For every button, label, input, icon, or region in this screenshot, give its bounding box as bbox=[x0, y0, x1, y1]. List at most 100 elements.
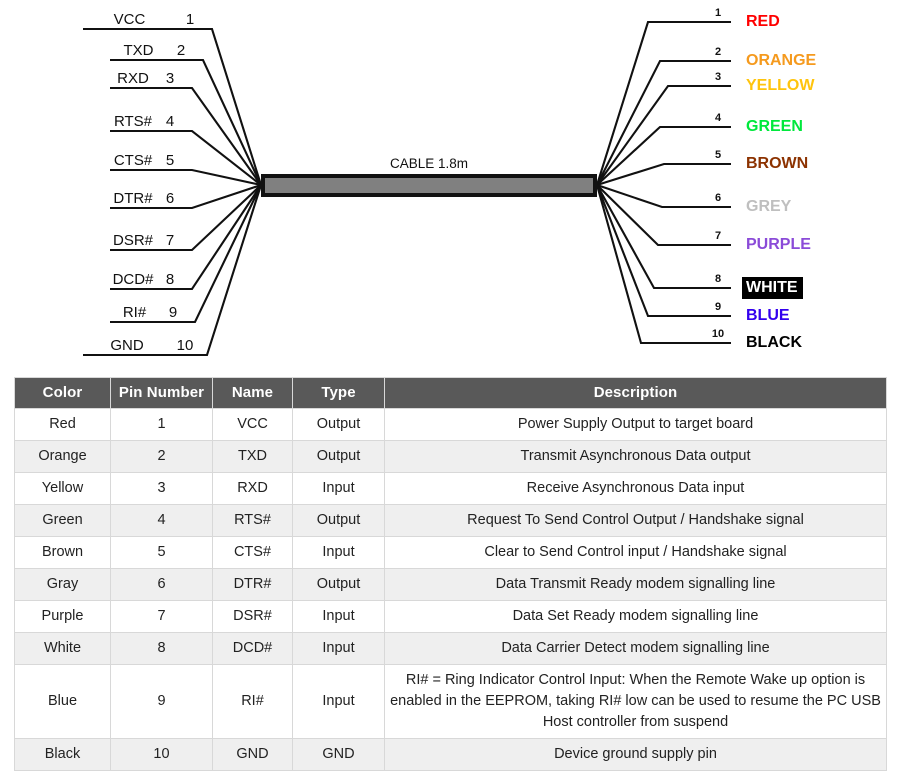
right-wire-white bbox=[596, 184, 731, 290]
left-pin-name-1: VCC bbox=[114, 11, 146, 28]
right-pin-number-2: 2 bbox=[715, 46, 721, 58]
left-pin-number-3: 3 bbox=[166, 70, 174, 87]
cell-type: Input bbox=[292, 472, 385, 506]
cell-description: Clear to Send Control input / Handshake … bbox=[384, 536, 887, 570]
left-wire-group bbox=[83, 27, 263, 357]
right-color-label-white: WHITE bbox=[746, 279, 798, 296]
right-wire-green bbox=[596, 125, 731, 186]
cell-name: RXD bbox=[212, 472, 293, 506]
right-wire-yellow bbox=[596, 84, 731, 186]
cell-type: Input bbox=[292, 664, 385, 740]
cell-color: Brown bbox=[14, 536, 111, 570]
right-pin-number-1: 1 bbox=[715, 7, 721, 19]
left-pin-name-3: RXD bbox=[117, 70, 149, 87]
cell-description: Request To Send Control Output / Handsha… bbox=[384, 504, 887, 538]
right-wire-purple bbox=[596, 184, 731, 247]
cell-pin-number: 7 bbox=[110, 600, 213, 634]
cell-description: Receive Asynchronous Data input bbox=[384, 472, 887, 506]
left-wire-ctsn bbox=[110, 168, 262, 187]
left-wire-txd bbox=[110, 58, 262, 186]
cell-type: Output bbox=[292, 440, 385, 474]
cell-pin-number: 3 bbox=[110, 472, 213, 506]
cell-pin-number: 9 bbox=[110, 664, 213, 740]
left-pin-number-9: 9 bbox=[169, 304, 177, 321]
left-wire-vcc bbox=[83, 27, 263, 186]
left-wire-rin bbox=[110, 184, 262, 324]
cell-type: Output bbox=[292, 568, 385, 602]
header-type: Type bbox=[292, 377, 385, 409]
cell-pin-number: 5 bbox=[110, 536, 213, 570]
right-color-label-green: GREEN bbox=[746, 118, 803, 135]
right-color-label-grey: GREY bbox=[746, 198, 792, 215]
right-color-label-brown: BROWN bbox=[746, 155, 808, 172]
right-color-highlight-white bbox=[742, 277, 803, 299]
left-wire-rxd bbox=[110, 86, 262, 186]
right-pin-number-5: 5 bbox=[715, 149, 721, 161]
cell-color: Green bbox=[14, 504, 111, 538]
right-wire-blue bbox=[596, 184, 731, 318]
left-wire-dsrn bbox=[110, 184, 262, 252]
cell-color: Purple bbox=[14, 600, 111, 634]
right-color-label-blue: BLUE bbox=[746, 307, 790, 324]
right-wire-group bbox=[595, 20, 731, 345]
header-name: Name bbox=[212, 377, 293, 409]
cell-type: Input bbox=[292, 600, 385, 634]
cell-name: VCC bbox=[212, 407, 293, 442]
cell-name: GND bbox=[212, 738, 293, 771]
cell-name: DCD# bbox=[212, 632, 293, 666]
left-wire-dcdn bbox=[110, 184, 262, 291]
right-color-label-purple: PURPLE bbox=[746, 236, 811, 253]
cell-name: DSR# bbox=[212, 600, 293, 634]
cell-color: White bbox=[14, 632, 111, 666]
cell-color: Yellow bbox=[14, 472, 111, 506]
right-wire-grey bbox=[596, 184, 731, 209]
left-pin-number-6: 6 bbox=[166, 190, 174, 207]
cell-color: Blue bbox=[14, 664, 111, 740]
cable-body bbox=[261, 174, 597, 197]
right-pin-number-6: 6 bbox=[715, 192, 721, 204]
right-color-label-yellow: YELLOW bbox=[746, 77, 815, 94]
cell-name: DTR# bbox=[212, 568, 293, 602]
left-pin-number-5: 5 bbox=[166, 152, 174, 169]
right-pin-number-9: 9 bbox=[715, 301, 721, 313]
left-pin-number-2: 2 bbox=[177, 42, 185, 59]
cable-length-label: CABLE 1.8m bbox=[390, 156, 468, 171]
cell-description: Transmit Asynchronous Data output bbox=[384, 440, 887, 474]
header-pin-number: Pin Number bbox=[110, 377, 213, 409]
right-pin-number-10: 10 bbox=[712, 328, 724, 340]
right-pin-number-7: 7 bbox=[715, 230, 721, 242]
header-color: Color bbox=[14, 377, 111, 409]
cell-type: Output bbox=[292, 407, 385, 442]
left-wire-rtsn bbox=[110, 129, 262, 186]
right-pin-number-3: 3 bbox=[715, 71, 721, 83]
right-color-label-orange: ORANGE bbox=[746, 52, 817, 69]
left-pin-name-2: TXD bbox=[124, 42, 154, 59]
cell-pin-number: 2 bbox=[110, 440, 213, 474]
cell-description: Data Set Ready modem signalling line bbox=[384, 600, 887, 634]
cell-color: Gray bbox=[14, 568, 111, 602]
cell-type: Input bbox=[292, 536, 385, 570]
cell-type: Input bbox=[292, 632, 385, 666]
left-pin-number-8: 8 bbox=[166, 271, 174, 288]
cell-pin-number: 10 bbox=[110, 738, 213, 771]
header-description: Description bbox=[384, 377, 887, 409]
cell-color: Red bbox=[14, 407, 111, 442]
left-pin-name-6: DTR# bbox=[113, 190, 153, 207]
right-pin-number-8: 8 bbox=[715, 273, 721, 285]
right-pin-number-4: 4 bbox=[715, 112, 722, 124]
right-wire-orange bbox=[596, 59, 731, 186]
left-pin-name-8: DCD# bbox=[113, 271, 154, 288]
right-color-label-black: BLACK bbox=[746, 334, 802, 351]
left-pin-number-4: 4 bbox=[166, 113, 174, 130]
cell-name: TXD bbox=[212, 440, 293, 474]
